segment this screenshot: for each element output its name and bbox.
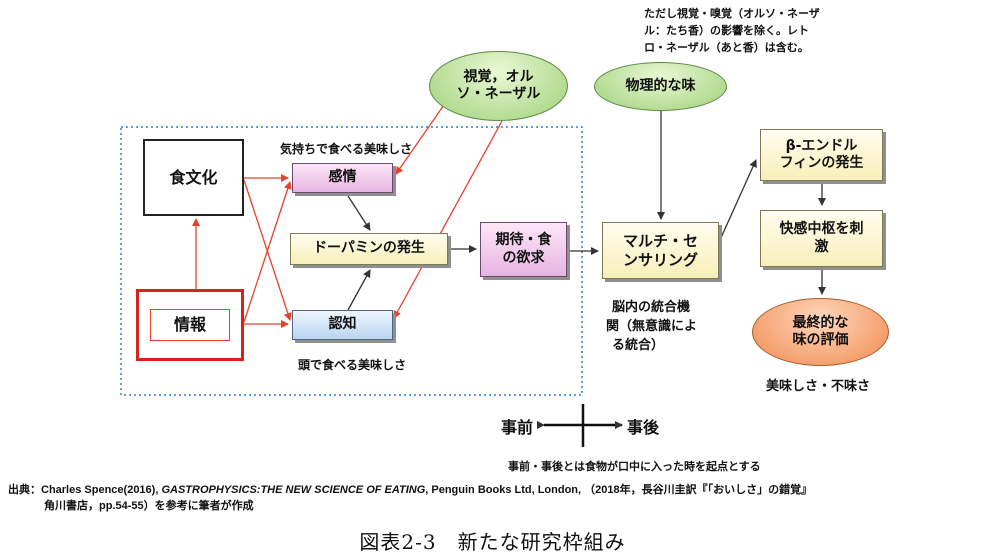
node-multi-line1: マルチ・セ bbox=[622, 231, 698, 250]
note-line2: ル：たち香）の影響を除く。レト bbox=[644, 24, 809, 37]
arrow-shikaku-to-ninchi bbox=[393, 120, 503, 319]
node-joho: 情報 bbox=[136, 289, 244, 361]
note-line3: ロ・ネーザル（あと香）は含む。 bbox=[644, 41, 809, 54]
node-dopamine: ドーパミンの発生 bbox=[290, 233, 448, 265]
label-nou-line2: 関（無意識によ bbox=[606, 319, 698, 334]
node-shokubunka: 食文化 bbox=[143, 139, 244, 216]
node-dopamine-label: ドーパミンの発生 bbox=[313, 240, 425, 257]
node-beta-endorphin: β-エンドル フィンの発生 bbox=[760, 129, 883, 181]
node-kanjo-label: 感情 bbox=[328, 169, 357, 186]
node-shikaku-line2: ソ・ネーザル bbox=[456, 86, 541, 102]
note-line1: ただし視覚・嗅覚（オルソ・ネーザ bbox=[644, 7, 820, 20]
node-saishu-line2: 味の評価 bbox=[792, 332, 849, 348]
label-oishisa: 美味しさ・不味さ bbox=[766, 379, 871, 394]
arrow-joho-to-kanjo bbox=[243, 181, 292, 323]
source-line1: 出典：Charles Spence(2016), GASTROPHYSICS:T… bbox=[8, 482, 980, 498]
node-joho-label: 情報 bbox=[173, 315, 206, 334]
node-joho-inner: 情報 bbox=[150, 309, 230, 341]
node-kitai: 期待・食 の欲求 bbox=[480, 222, 567, 277]
label-nou-line3: る統合） bbox=[612, 338, 665, 353]
node-ninchi: 認知 bbox=[292, 310, 393, 340]
source-line2: 角川書店，pp.54-55）を参考に筆者が作成 bbox=[8, 498, 980, 514]
label-jigo: 事後 bbox=[627, 418, 660, 437]
node-shikaku-ortho: 視覚，オル ソ・ネーザル bbox=[429, 51, 568, 121]
label-nou-line1: 脳内の統合機 bbox=[612, 300, 691, 315]
node-ninchi-label: 認知 bbox=[328, 316, 357, 333]
label-jizen: 事前 bbox=[501, 418, 534, 437]
node-beta-line2: フィンの発生 bbox=[779, 155, 864, 171]
node-kitai-line1: 期待・食 bbox=[495, 232, 552, 248]
label-jizen-note: 事前・事後とは食物が口中に入った時を起点とする bbox=[508, 460, 761, 473]
node-saishu-line1: 最終的な bbox=[792, 314, 849, 331]
node-beta-line1: β-エンドル bbox=[785, 137, 858, 154]
source-citation: 出典：Charles Spence(2016), GASTROPHYSICS:T… bbox=[8, 482, 980, 514]
figure-caption: 図表2-3 新たな研究枠組み bbox=[359, 530, 626, 554]
node-shokubunka-label: 食文化 bbox=[169, 167, 218, 187]
label-kimochi: 気持ちで食べる美味しさ bbox=[280, 142, 413, 156]
node-butsuri: 物理的な味 bbox=[594, 62, 727, 111]
source-title: GASTROPHYSICS:THE NEW SCIENCE OF EATING bbox=[161, 484, 426, 496]
source-prefix: 出典： bbox=[8, 484, 41, 496]
node-multi-sensing: マルチ・セ ンサリング bbox=[602, 222, 719, 279]
node-kaikan-line2: 激 bbox=[814, 238, 829, 255]
pre-ingestion-region bbox=[120, 126, 583, 396]
arrow-multi-to-beta bbox=[719, 159, 757, 241]
label-atama: 頭で食べる美味しさ bbox=[298, 358, 407, 372]
source-author: Charles Spence(2016), bbox=[41, 484, 162, 496]
arrow-shikaku-to-kanjo bbox=[395, 101, 447, 175]
node-kaikan: 快感中枢を刺 激 bbox=[760, 210, 883, 267]
node-saishu: 最終的な 味の評価 bbox=[752, 298, 889, 366]
node-shikaku-line1: 視覚，オル bbox=[463, 68, 534, 85]
source-line2-text: 角川書店，pp.54-55）を参考に筆者が作成 bbox=[44, 500, 254, 512]
arrow-kanjo-to-dopamine bbox=[347, 195, 371, 231]
node-multi-line2: ンサリング bbox=[622, 250, 698, 269]
source-publisher: , Penguin Books Ltd, London, （2018年，長谷川圭… bbox=[425, 484, 813, 496]
node-kanjo: 感情 bbox=[292, 163, 393, 193]
node-butsuri-label: 物理的な味 bbox=[625, 77, 696, 94]
node-kitai-line2: の欲求 bbox=[502, 249, 545, 266]
arrow-ninchi-to-dopamine bbox=[347, 269, 371, 311]
node-kaikan-line1: 快感中枢を刺 bbox=[779, 221, 864, 237]
